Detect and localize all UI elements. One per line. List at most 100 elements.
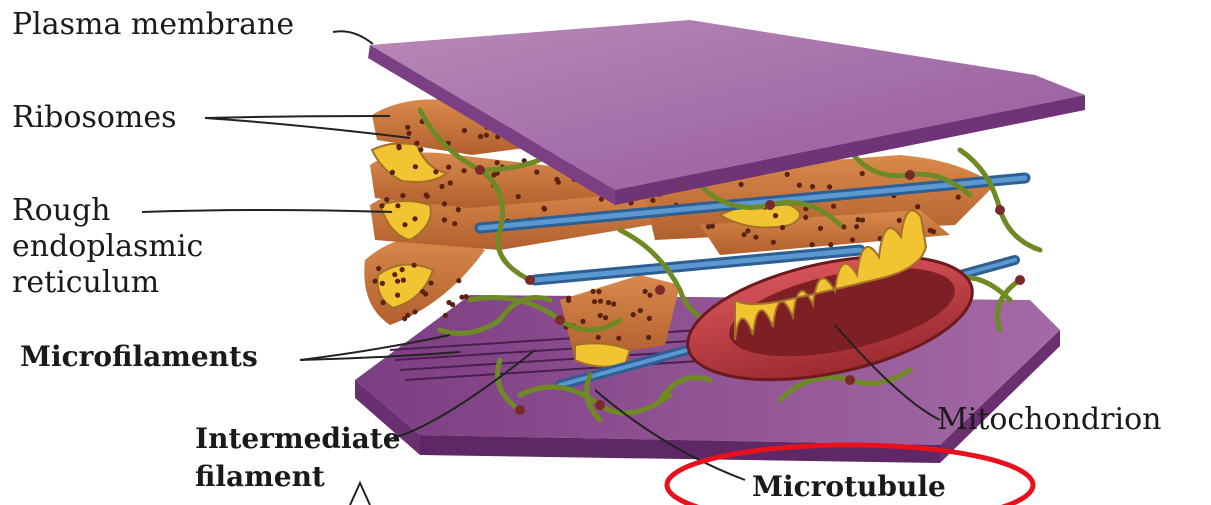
ribosome-dot bbox=[643, 289, 648, 294]
ribosome-dot bbox=[596, 289, 601, 294]
ribosome-dot bbox=[785, 172, 790, 177]
ribosome-dot bbox=[745, 228, 750, 233]
label-rough-er: Rough endoplasmic reticulum bbox=[12, 193, 203, 301]
ribosome-dot bbox=[803, 215, 808, 220]
ribosome-dot bbox=[739, 182, 744, 187]
ribosome-dot bbox=[420, 289, 425, 294]
ribosome-dot bbox=[771, 240, 776, 245]
ribosome-dot bbox=[456, 278, 461, 283]
ribosome-dot bbox=[810, 184, 815, 189]
ribosome-dot bbox=[566, 298, 571, 303]
ribosome-dot bbox=[464, 294, 469, 299]
ribosome-dot bbox=[780, 225, 785, 230]
ribosome-dot bbox=[379, 203, 384, 208]
ribosome-dot bbox=[384, 197, 389, 202]
ribosome-dot bbox=[400, 193, 405, 198]
ribosome-dot bbox=[818, 226, 823, 231]
ribosome-dot bbox=[742, 232, 747, 237]
ribosome-dot bbox=[928, 228, 933, 233]
ribosome-dot bbox=[956, 195, 961, 200]
ribosome-dot bbox=[603, 315, 608, 320]
ribosome-dot bbox=[442, 217, 447, 222]
ribosome-dot bbox=[542, 207, 547, 212]
ribosome-dot bbox=[860, 218, 865, 223]
label-intermediate-line2: filament bbox=[195, 458, 401, 496]
ribosome-dot bbox=[810, 242, 815, 247]
ribosome-dot bbox=[647, 293, 652, 298]
ribosome-dot bbox=[598, 299, 603, 304]
ribosome-dot bbox=[850, 237, 855, 242]
ribosome-dot bbox=[650, 198, 655, 203]
ribosome-dot bbox=[406, 131, 411, 136]
ribosome-dot bbox=[446, 165, 451, 170]
ribosome-dot bbox=[831, 204, 836, 209]
label-microtubule: Microtubule bbox=[752, 473, 946, 501]
ribosome-dot bbox=[448, 180, 453, 185]
ribosome-dot bbox=[392, 272, 397, 277]
ribosome-dot bbox=[856, 217, 861, 222]
label-rough-er-line1: Rough bbox=[12, 193, 203, 229]
ribosome-dot bbox=[373, 279, 378, 284]
ribosome-dot bbox=[395, 293, 400, 298]
ribosome-dot bbox=[452, 221, 457, 226]
ribosome-dot bbox=[462, 128, 467, 133]
ribosome-dot bbox=[638, 308, 643, 313]
ribosome-dot bbox=[450, 302, 455, 307]
ribosome-dot bbox=[412, 309, 417, 314]
ribosome-dot bbox=[400, 267, 405, 272]
ribosome-dot bbox=[827, 184, 832, 189]
label-intermediate-line1: Intermediate bbox=[195, 420, 401, 458]
ribosome-dot bbox=[591, 289, 596, 294]
ribosome-dot bbox=[381, 300, 386, 305]
ribosome-dot bbox=[397, 145, 402, 150]
ribosome-dot bbox=[646, 335, 651, 340]
ribosome-dot bbox=[828, 242, 833, 247]
ribosome-dot bbox=[395, 203, 400, 208]
ribosome-dot bbox=[380, 281, 385, 286]
ribosome-dot bbox=[402, 316, 407, 321]
label-mitochondrion: Mitochondrion bbox=[937, 405, 1161, 435]
ribosome-dot bbox=[897, 218, 902, 223]
ribosome-dot bbox=[706, 224, 711, 229]
ribosome-dot bbox=[478, 134, 483, 139]
label-plasma-membrane: Plasma membrane bbox=[12, 10, 294, 40]
ribosome-dot bbox=[773, 213, 778, 218]
ribosome-dot bbox=[580, 319, 585, 324]
ribosome-dot bbox=[412, 263, 417, 268]
ribosome-dot bbox=[647, 316, 652, 321]
ribosome-dot bbox=[428, 281, 433, 286]
label-rough-er-line2: endoplasmic bbox=[12, 229, 203, 265]
ribosome-dot bbox=[495, 160, 500, 165]
ribosome-dot bbox=[915, 204, 920, 209]
ribosome-dot bbox=[606, 300, 611, 305]
ribosome-dot bbox=[424, 192, 429, 197]
label-microfilaments: Microfilaments bbox=[20, 343, 258, 371]
ribosome-dot bbox=[413, 164, 418, 169]
ribosome-dot bbox=[376, 266, 381, 271]
ribosome-dot bbox=[854, 224, 859, 229]
ribosome-dot bbox=[412, 216, 417, 221]
ribosome-dot bbox=[401, 278, 406, 283]
ribosome-dot bbox=[753, 235, 758, 240]
ribosome-dot bbox=[611, 301, 616, 306]
ribosome-dot bbox=[395, 279, 400, 284]
ribosome-dot bbox=[534, 170, 539, 175]
ribosome-dot bbox=[616, 336, 621, 341]
ribosome-dot bbox=[598, 313, 603, 318]
ribosome-dot bbox=[439, 184, 444, 189]
ribosome-dot bbox=[443, 313, 448, 318]
ribosome-dot bbox=[631, 312, 636, 317]
ribosome-dot bbox=[405, 125, 410, 130]
ribosome-dot bbox=[556, 180, 561, 185]
ribosome-dot bbox=[797, 183, 802, 188]
label-ribosomes: Ribosomes bbox=[12, 103, 177, 133]
ribosome-dot bbox=[390, 170, 395, 175]
ribosome-dot bbox=[860, 171, 865, 176]
ribosome-dot bbox=[596, 335, 601, 340]
ribosome-dot bbox=[418, 147, 423, 152]
ribosome-dot bbox=[592, 299, 597, 304]
ribosome-dot bbox=[456, 207, 461, 212]
ribosome-dot bbox=[402, 222, 407, 227]
ribosome-dot bbox=[433, 169, 438, 174]
ribosome-dot bbox=[484, 133, 489, 138]
